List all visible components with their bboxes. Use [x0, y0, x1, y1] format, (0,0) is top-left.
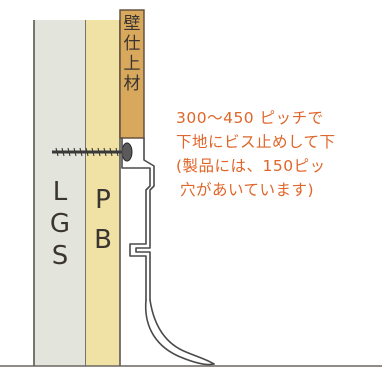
note-line: 300〜450 ピッチで — [176, 109, 324, 127]
finish-material-board — [119, 9, 145, 139]
baseboard-profile — [121, 137, 215, 366]
screw — [52, 142, 133, 162]
note-line: 穴があいています) — [180, 181, 315, 199]
installation-note: 300〜450 ピッチで 下地にビス止めして下 (製品には、150ピッ 穴があい… — [176, 106, 382, 276]
plaster-board — [86, 20, 121, 366]
lgs-label: L G S — [49, 177, 71, 271]
pb-label: P B — [94, 185, 112, 255]
note-line: (製品には、150ピッ — [176, 157, 326, 175]
note-line: 下地にビス止めして下 — [176, 133, 336, 151]
finish-material-label: 壁 仕 上 材 — [123, 14, 141, 94]
